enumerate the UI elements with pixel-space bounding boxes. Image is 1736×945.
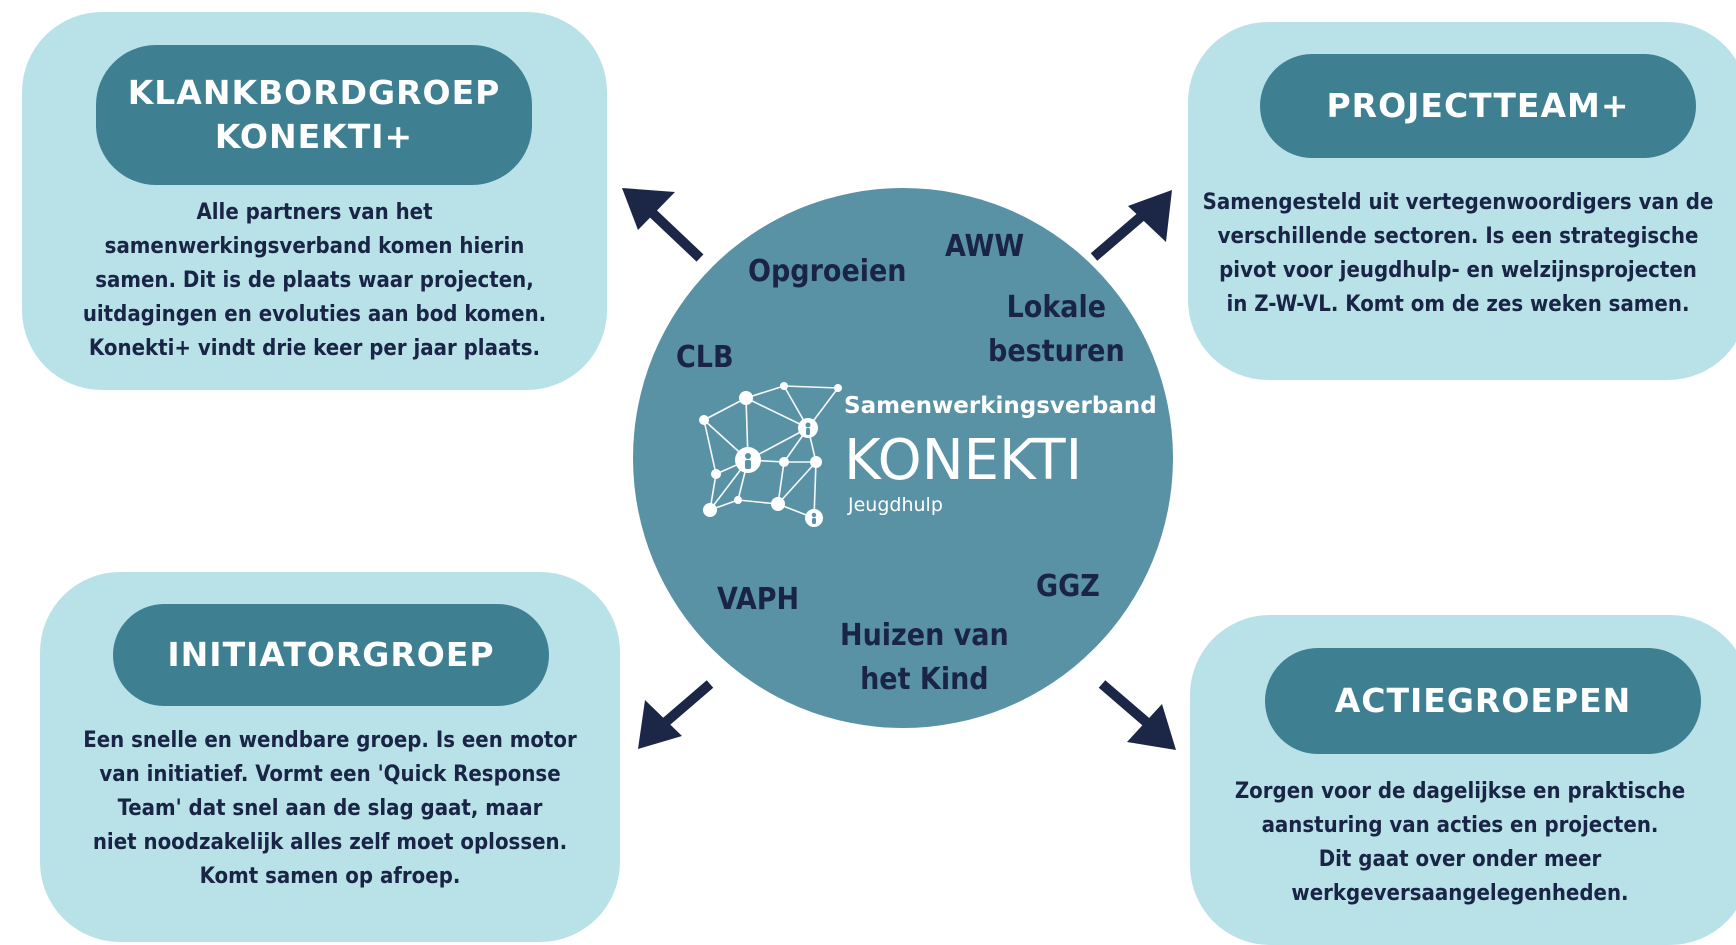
partner-vaph: VAPH xyxy=(717,582,800,617)
arrow-to-klankbordgroep xyxy=(622,188,704,262)
actiegroepen-card: ACTIEGROEPEN Zorgen voor de dagelijkse e… xyxy=(1190,615,1736,945)
actiegroepen-description: Zorgen voor de dagelijkse en praktische … xyxy=(1234,779,1686,906)
logo-name: KONEKTI xyxy=(844,428,1083,493)
arrow-to-projectteam xyxy=(1090,190,1172,261)
konekti-hub-circle xyxy=(633,188,1173,728)
logo-tagline: Samenwerkingsverband xyxy=(844,393,1157,419)
partner-huizen-van-het-kind: Huizen van het Kind xyxy=(840,618,1009,697)
arrows-layer xyxy=(622,188,1176,750)
logo-subtitle: Jeugdhulp xyxy=(848,494,943,516)
initiatorgroep-title: INITIATORGROEP xyxy=(113,604,549,706)
projectteam-description: Samengesteld uit vertegenwoordigers van … xyxy=(1202,190,1714,317)
klankbordgroep-card: KLANKBORDGROEP KONEKTI+ Alle partners va… xyxy=(22,12,607,390)
network-logo-icon xyxy=(699,382,842,527)
initiatorgroep-description: Een snelle en wendbare groep. Is een mot… xyxy=(83,728,577,889)
klankbordgroep-title: KLANKBORDGROEP KONEKTI+ xyxy=(96,45,532,185)
arrow-to-initiatorgroep xyxy=(638,680,714,749)
partner-opgroeien: Opgroeien xyxy=(748,254,907,289)
partner-ggz: GGZ xyxy=(1036,569,1100,604)
projectteam-card: PROJECTTEAM+ Samengesteld uit vertegenwo… xyxy=(1188,22,1736,380)
partner-lokale-besturen: Lokale besturen xyxy=(988,290,1125,369)
arrow-to-actiegroepen xyxy=(1098,680,1176,750)
actiegroepen-title: ACTIEGROEPEN xyxy=(1265,648,1701,754)
partner-aww: AWW xyxy=(945,229,1025,264)
projectteam-title: PROJECTTEAM+ xyxy=(1260,54,1696,158)
initiatorgroep-card: INITIATORGROEP Een snelle en wendbare gr… xyxy=(40,572,620,942)
klankbordgroep-description: Alle partners van het samenwerkingsverba… xyxy=(82,200,547,361)
partner-clb: CLB xyxy=(676,340,734,375)
